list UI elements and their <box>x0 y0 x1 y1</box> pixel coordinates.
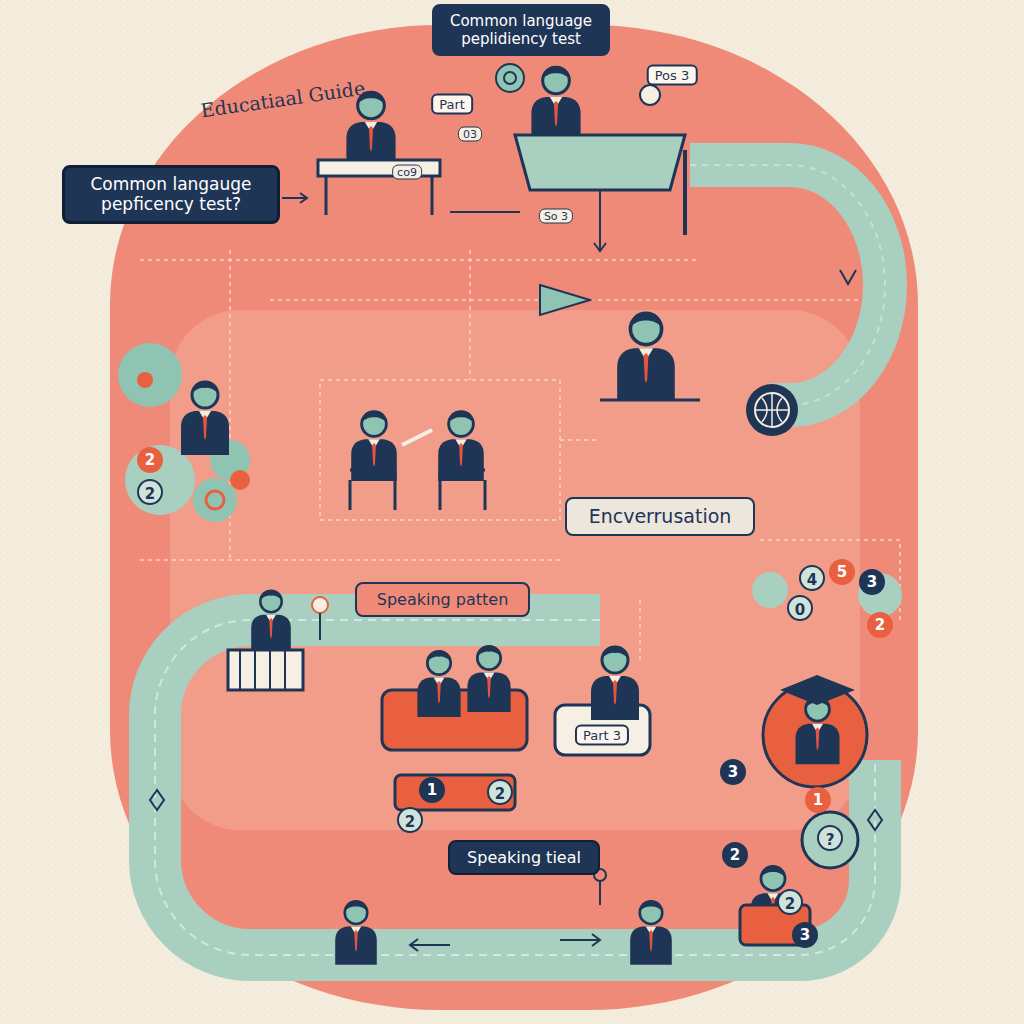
stage-box: Speaking patten <box>355 582 530 617</box>
callout-number: 3 <box>720 759 746 785</box>
callout-number: 1 <box>419 777 445 803</box>
callout-number: ? <box>817 825 843 851</box>
title-box: Common langauge pepficency test? <box>62 165 280 224</box>
callout-number: 4 <box>799 565 825 591</box>
part-tag: 03 <box>458 127 482 142</box>
callout-number: 3 <box>859 569 885 595</box>
callout-number: 2 <box>722 842 748 868</box>
callout-number: 3 <box>792 922 818 948</box>
part-tag: Part 3 <box>575 725 629 746</box>
callout-number: 2 <box>777 889 803 915</box>
node-text: Common langauge pepficency test? <box>75 174 267 215</box>
callout-number: 2 <box>487 779 513 805</box>
callout-number: 2 <box>397 807 423 833</box>
node-text: Encverrusation <box>589 505 732 528</box>
callout-number: 2 <box>137 447 163 473</box>
node-text: Common language peplidiency test <box>444 12 598 48</box>
callout-number: 2 <box>137 479 163 505</box>
callout-number: 5 <box>829 559 855 585</box>
stage-box: Encverrusation <box>565 497 755 536</box>
part-tag: Part <box>431 94 473 115</box>
part-tag: Pos 3 <box>647 65 698 86</box>
node-text: Speaking patten <box>377 590 509 609</box>
callout-number: 2 <box>867 612 893 638</box>
callout-number: 0 <box>787 595 813 621</box>
stage-box: Speaking tieal <box>448 840 600 875</box>
callout-box: Common language peplidiency test <box>432 4 610 56</box>
callout-number: 1 <box>805 787 831 813</box>
part-tag: co9 <box>392 165 422 180</box>
part-tag: So 3 <box>539 209 573 224</box>
node-text: Speaking tieal <box>467 848 581 867</box>
